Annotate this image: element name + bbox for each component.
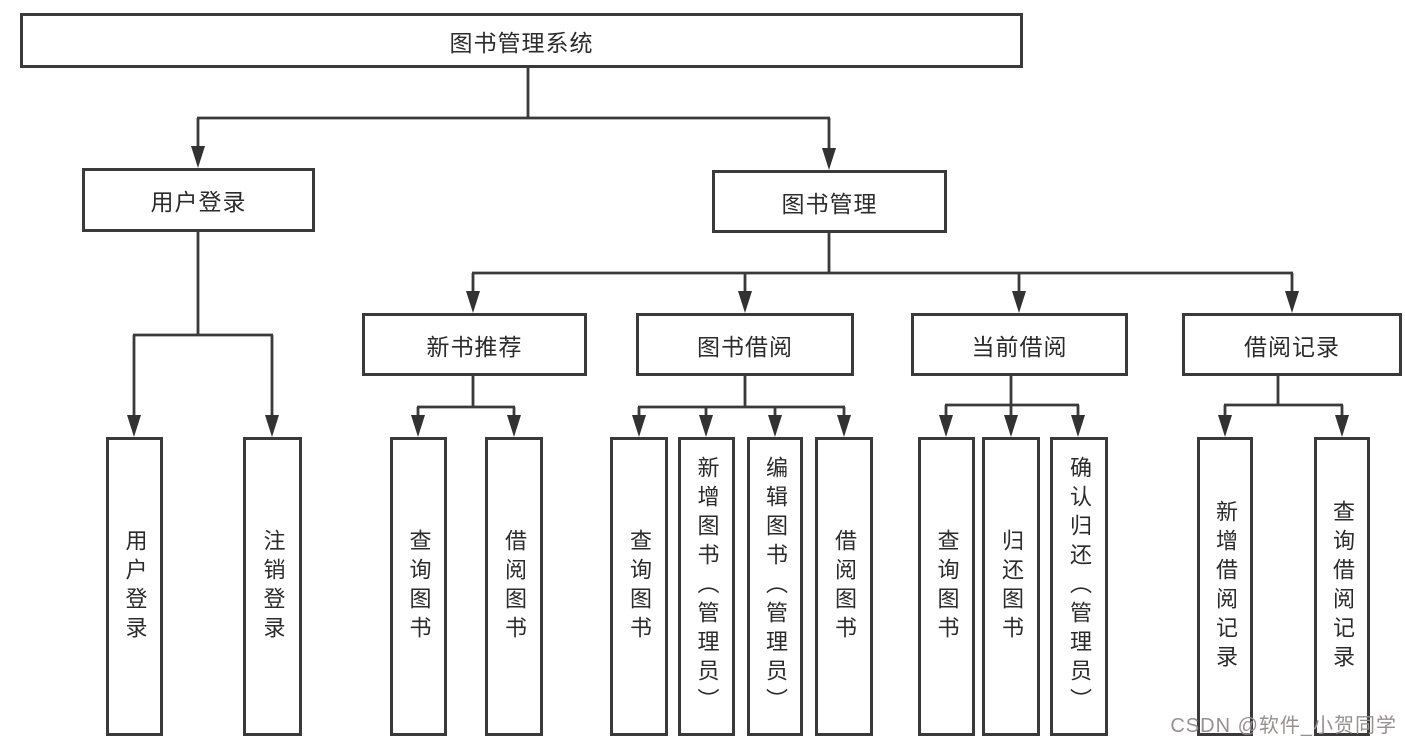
arrow-head xyxy=(632,415,646,437)
node-label: 查询图书 xyxy=(934,528,960,645)
node-label: 查询图书 xyxy=(627,528,652,645)
leaf-edit-book-admin: 编辑图书（管理员） xyxy=(747,437,803,736)
arrow-head xyxy=(738,291,752,313)
arrow-head xyxy=(1071,415,1085,437)
node-label: 归还图书 xyxy=(999,528,1024,645)
arrow-head xyxy=(699,415,713,437)
leaf-logout: 注销登录 xyxy=(243,437,302,736)
node-user-login: 用户登录 xyxy=(82,168,315,232)
node-label: 借阅图书 xyxy=(832,528,857,645)
arrow-head xyxy=(1004,415,1018,437)
leaf-query-books-recommend: 查询图书 xyxy=(390,437,447,736)
arrow-head xyxy=(1335,415,1349,437)
leaf-add-borrow-record: 新增借阅记录 xyxy=(1197,437,1253,736)
node-new-book-recommendation: 新书推荐 xyxy=(362,313,587,376)
arrow-head xyxy=(939,415,953,437)
node-label: 新增借阅记录 xyxy=(1213,499,1238,674)
connector-new-book-recommend-children xyxy=(411,376,521,437)
node-label: 确认归还（管理员） xyxy=(1067,456,1092,717)
leaf-query-books-borrow: 查询图书 xyxy=(610,437,668,736)
node-book-borrowing: 图书借阅 xyxy=(636,313,854,376)
arrow-head xyxy=(1285,291,1299,313)
arrow-head xyxy=(768,415,782,437)
node-book-management: 图书管理 xyxy=(712,170,947,233)
node-library-management-system: 图书管理系统 xyxy=(20,13,1023,68)
connector-book-borrowing-children xyxy=(632,376,851,437)
node-label: 图书管理系统 xyxy=(449,29,594,56)
node-label: 图书管理 xyxy=(781,190,878,217)
node-label: 查询图书 xyxy=(406,528,432,645)
arrow-head xyxy=(507,415,521,437)
connector-borrowing-records-children xyxy=(1218,376,1349,437)
node-label: 新书推荐 xyxy=(426,333,523,360)
arrow-head xyxy=(837,415,851,437)
leaf-return-books: 归还图书 xyxy=(982,437,1040,736)
csdn-watermark: CSDN @软件_小贺同学 xyxy=(1170,715,1397,737)
leaf-borrow-books: 借阅图书 xyxy=(815,437,873,736)
node-label: 新增图书（管理员） xyxy=(694,456,720,717)
arrow-head xyxy=(411,415,425,437)
leaf-borrow-books-recommend: 借阅图书 xyxy=(485,437,543,736)
connector-book-management-children xyxy=(466,233,1299,313)
node-current-borrowing: 当前借阅 xyxy=(911,313,1128,376)
node-label: 借阅记录 xyxy=(1244,333,1340,360)
arrow-head xyxy=(1218,415,1232,437)
node-label: 用户登录 xyxy=(150,189,247,215)
arrow-head xyxy=(822,148,836,170)
leaf-query-books-current: 查询图书 xyxy=(918,437,975,736)
node-label: 用户登录 xyxy=(122,528,148,645)
connector-current-borrowing-children xyxy=(939,376,1085,437)
leaf-add-book-admin: 新增图书（管理员） xyxy=(678,437,735,736)
arrow-head xyxy=(127,415,141,437)
leaf-query-borrow-record: 查询借阅记录 xyxy=(1314,437,1370,736)
node-borrowing-records: 借阅记录 xyxy=(1182,313,1402,376)
leaf-user-login: 用户登录 xyxy=(106,437,163,736)
node-label: 编辑图书（管理员） xyxy=(763,456,788,717)
connector-root-to-level2 xyxy=(191,68,836,170)
node-label: 借阅图书 xyxy=(502,528,527,645)
leaf-confirm-return-admin: 确认归还（管理员） xyxy=(1050,437,1108,736)
node-label: 注销登录 xyxy=(260,528,286,645)
node-label: 查询借阅记录 xyxy=(1330,499,1355,674)
arrow-head xyxy=(265,415,279,437)
arrow-head xyxy=(1012,291,1026,313)
node-label: 图书借阅 xyxy=(697,333,793,360)
connector-user-login-children xyxy=(127,232,279,437)
arrow-head xyxy=(466,291,480,313)
arrow-head xyxy=(191,146,205,168)
node-label: 当前借阅 xyxy=(971,333,1068,360)
